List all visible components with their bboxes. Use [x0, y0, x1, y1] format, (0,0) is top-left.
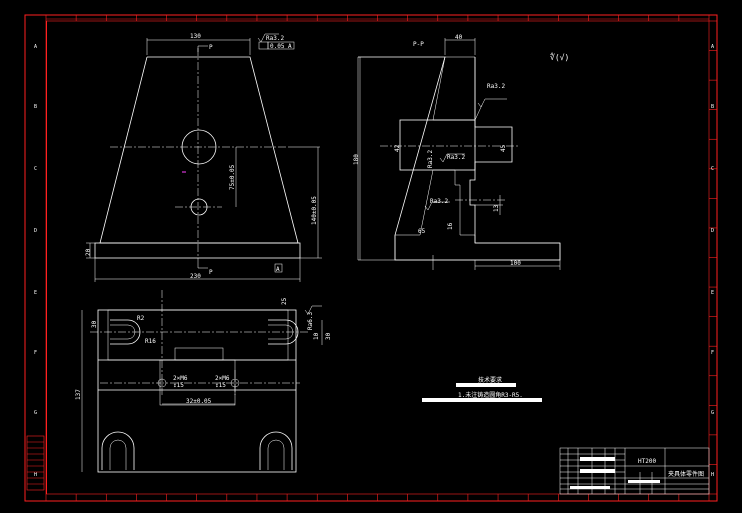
datum-label: A [276, 266, 280, 273]
tolerance-value: 0.05 A [270, 43, 292, 50]
notes-title: 技术要求 [478, 376, 502, 384]
zone-left-b: B [34, 104, 37, 110]
binding-margin-line [46, 21, 47, 494]
bottom-dim-left-height: 137 [75, 389, 82, 400]
zone-left-e: E [34, 290, 37, 296]
inner-frame [45, 20, 710, 495]
zone-letters-left: A B C D E F G H [34, 44, 37, 478]
tolerance-frame-symbol [258, 41, 269, 50]
hole-depth-left: ↧15 [173, 382, 184, 389]
section-roughness-2: Ra3.2 [447, 154, 465, 161]
dim-total-height: 140±0.05 [311, 196, 318, 225]
right-ruler-ticks [709, 20, 717, 495]
general-roughness-note: ∜(√) [550, 52, 569, 62]
bottom-view-outline [97, 309, 297, 473]
bottom-dim-right-top: 25 [281, 297, 288, 305]
title-block-material: HT200 [638, 458, 656, 465]
bottom-dim-hole-spacing: 32±0.05 [186, 398, 212, 405]
title-block[interactable]: HT200 夹具体零件图 [559, 447, 710, 495]
hole-depth-right: ↧15 [215, 382, 226, 389]
zone-left-f: F [34, 350, 37, 356]
zone-right-b: B [711, 104, 714, 110]
bottom-dim-right-roughness: Ra6.3 [307, 312, 314, 330]
section-bore [399, 119, 476, 171]
notes-line-1: 1.未注铸造圆角R3-R5. [458, 391, 523, 399]
section-mark-top: P [209, 44, 213, 51]
slot-bottom-left [101, 431, 135, 470]
technical-requirements: 技术要求 1.未注铸造圆角R3-R5. [422, 376, 542, 402]
section-roughness-3: Ra3.2 [430, 198, 448, 205]
zone-right-a: A [711, 44, 714, 50]
zone-right-f: F [711, 350, 714, 356]
section-view[interactable]: P-P 40 180 Ra3.2 Ra3.2 Ra3.2 [353, 34, 561, 270]
section-dim-step: 13 [493, 204, 500, 212]
title-block-part-name: 夹具体零件图 [668, 470, 704, 478]
section-dim-bore-1: 42 [394, 144, 401, 152]
hatch-upper [432, 56, 476, 121]
section-roughness-4: Ra3.2 [427, 150, 434, 168]
top-view-small-hole [190, 198, 208, 216]
section-dim-bore-2: 45 [500, 144, 507, 152]
zone-right-h: H [711, 472, 714, 478]
top-view[interactable]: 130 P Ra3.2 0.05 A 75±0.05 140±0.05 20 2… [85, 33, 322, 282]
section-dim-base-small: 65 [418, 228, 426, 235]
dim-base-thickness: 20 [85, 248, 92, 256]
outer-frame [24, 14, 718, 502]
section-dim-slot: 16 [447, 222, 454, 230]
section-dim-top: 40 [455, 34, 463, 41]
zone-right-c: C [711, 166, 714, 172]
zone-left-d: D [34, 228, 37, 234]
section-dim-height: 180 [353, 154, 360, 165]
zone-left-h: H [34, 472, 37, 478]
bottom-view[interactable]: 30 R2 R16 137 25 Ra6.3 10 30 2×M6 ↧15 2×… [75, 290, 332, 473]
section-title: P-P [413, 41, 424, 48]
slot-bottom-right [259, 431, 293, 470]
datum-box [274, 263, 283, 273]
hole-label-right: 2×M6 [215, 375, 230, 382]
zone-left-c: C [34, 166, 37, 172]
zone-letters-right: A B C D E F G H [711, 44, 714, 478]
section-roughness-1: Ra3.2 [487, 83, 505, 90]
hatch-lower [394, 169, 561, 261]
zone-left-g: G [34, 410, 37, 416]
section-mark-bottom: P [209, 269, 213, 276]
bottom-dim-radius-2: R16 [145, 338, 156, 345]
revision-strip [26, 435, 45, 491]
zone-right-d: D [711, 228, 714, 234]
top-roughness: Ra3.2 [266, 35, 284, 42]
bottom-dim-radius-1: R2 [137, 315, 145, 322]
dim-top-width: 130 [190, 33, 201, 40]
hole-label-left: 2×M6 [173, 375, 188, 382]
dim-base-width: 230 [190, 273, 201, 280]
dim-hole-offset: 75±0.05 [229, 164, 236, 190]
bottom-ruler-ticks [45, 494, 710, 501]
bottom-dim-right-2: 30 [325, 332, 332, 340]
bottom-dim-right-1: 10 [313, 332, 320, 340]
top-ruler-ticks [45, 15, 710, 21]
roughness-symbol [257, 33, 279, 43]
top-view-base [94, 242, 301, 259]
zone-right-g: G [711, 410, 714, 416]
zone-left-a: A [34, 44, 37, 50]
zone-right-e: E [711, 290, 714, 296]
bottom-dim-left-top: 30 [91, 320, 98, 328]
top-view-bore [181, 129, 217, 165]
section-dim-base: 100 [510, 260, 521, 267]
